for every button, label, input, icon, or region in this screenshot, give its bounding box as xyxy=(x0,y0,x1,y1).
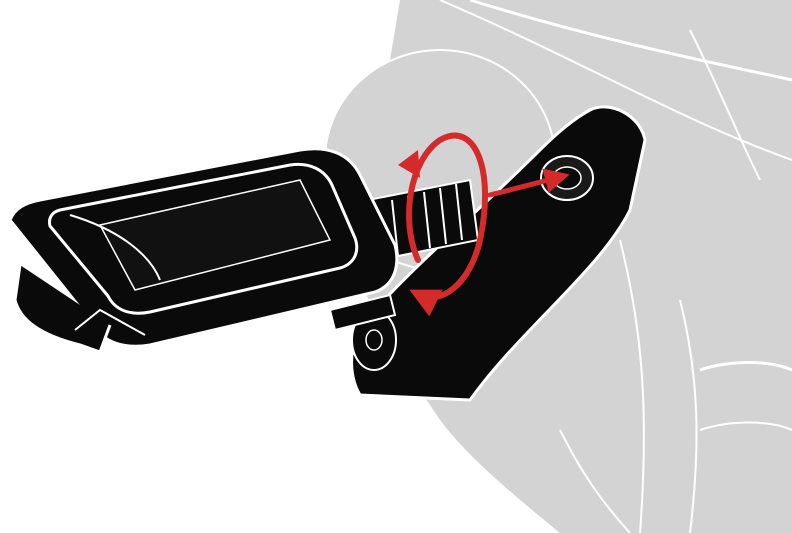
device-clip xyxy=(10,149,397,352)
